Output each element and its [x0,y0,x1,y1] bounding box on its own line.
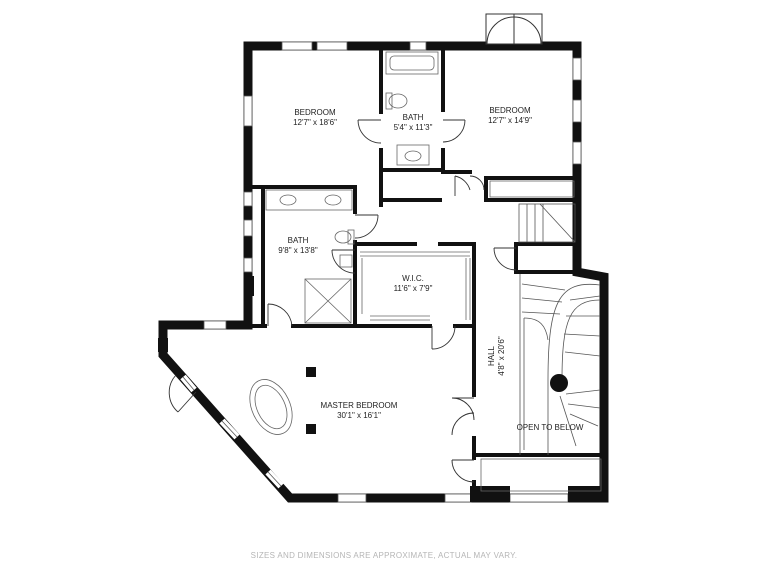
door-swings [168,119,517,483]
interior-walls [246,44,606,500]
disclaimer-text: SIZES AND DIMENSIONS ARE APPROXIMATE, AC… [251,551,518,560]
double-vanity [265,189,353,211]
room-wic-name: W.I.C. [402,274,424,283]
room-master-dims: 30'1" x 16'1" [337,411,381,420]
columns [158,276,608,502]
balcony-doors [485,13,543,45]
room-bedroom-2-dims: 12'7" x 14'9" [488,116,532,125]
room-hall-dims: 4'8" x 20'6" [497,336,506,376]
room-bath-2-name: BATH [288,236,309,245]
room-bedroom-1-name: BEDROOM [294,108,336,117]
room-bath-2-dims: 9'8" x 13'8" [278,246,318,255]
bathtub [385,51,439,75]
toilet [385,92,393,110]
room-hall-name: HALL [487,345,496,366]
room-bedroom-2-name: BEDROOM [489,106,531,115]
bath2-toilet [347,229,355,245]
open-to-below-label: OPEN TO BELOW [517,423,584,432]
room-master-name: MASTER BEDROOM [321,401,398,410]
stairs [518,203,601,455]
sink-vanity [396,144,430,166]
room-labels: BEDROOM 12'7" x 18'6" BATH 5'4" x 11'3" … [278,106,584,432]
stair-newel-post [550,374,568,392]
room-bath-1-name: BATH [403,113,424,122]
fixtures [249,51,602,492]
room-bedroom-1-dims: 12'7" x 18'6" [293,118,337,127]
shower [304,278,352,324]
room-wic-dims: 11'6" x 7'9" [394,284,433,293]
freestanding-tub [249,379,293,435]
room-bath-1-dims: 5'4" x 11'3" [394,123,433,132]
